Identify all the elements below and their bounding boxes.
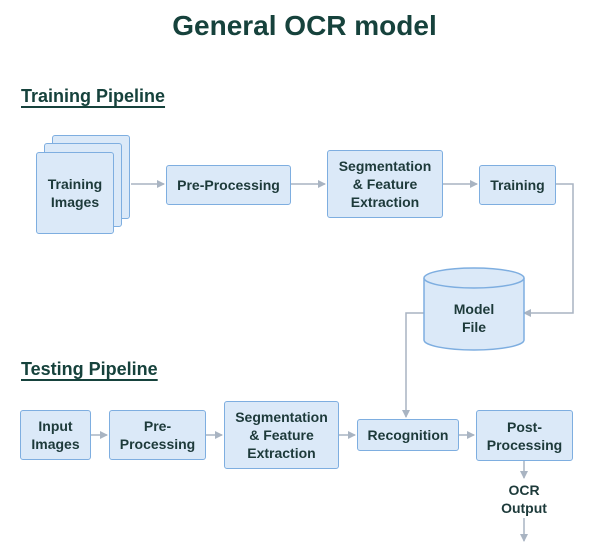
postprocessing-box: Post- Processing [476, 410, 573, 461]
recognition-label: Recognition [367, 427, 449, 443]
testing-segmentation-box: Segmentation & Feature Extraction [224, 401, 339, 469]
training-preprocessing-box: Pre-Processing [166, 165, 291, 205]
training-segmentation-label: Segmentation & Feature Extraction [338, 158, 432, 210]
model-file-label: Model File [453, 301, 495, 335]
training-images-box: Training Images [36, 152, 114, 234]
training-pipeline-heading: Training Pipeline [21, 86, 166, 106]
training-box: Training [479, 165, 556, 205]
postprocessing-label: Post- Processing [486, 418, 563, 453]
ocr-output-label: OCR Output [501, 482, 547, 516]
training-segmentation-box: Segmentation & Feature Extraction [327, 150, 443, 218]
input-images-label: Input Images [31, 418, 80, 452]
testing-segmentation-label: Segmentation & Feature Extraction [235, 409, 328, 461]
training-preprocessing-label: Pre-Processing [177, 177, 280, 193]
training-label: Training [490, 177, 545, 193]
arrow-training-to-model-file [523, 183, 574, 317]
arrow-model-file-to-recognition [402, 312, 424, 418]
diagram-title: General OCR model [172, 10, 437, 41]
input-images-box: Input Images [20, 410, 91, 460]
recognition-box: Recognition [357, 419, 459, 451]
testing-preprocessing-box: Pre- Processing [109, 410, 206, 460]
testing-pipeline-heading: Testing Pipeline [21, 359, 158, 379]
testing-preprocessing-label: Pre- Processing [119, 418, 196, 452]
training-images-label: Training Images [47, 176, 103, 210]
model-file-cylinder [423, 267, 525, 351]
